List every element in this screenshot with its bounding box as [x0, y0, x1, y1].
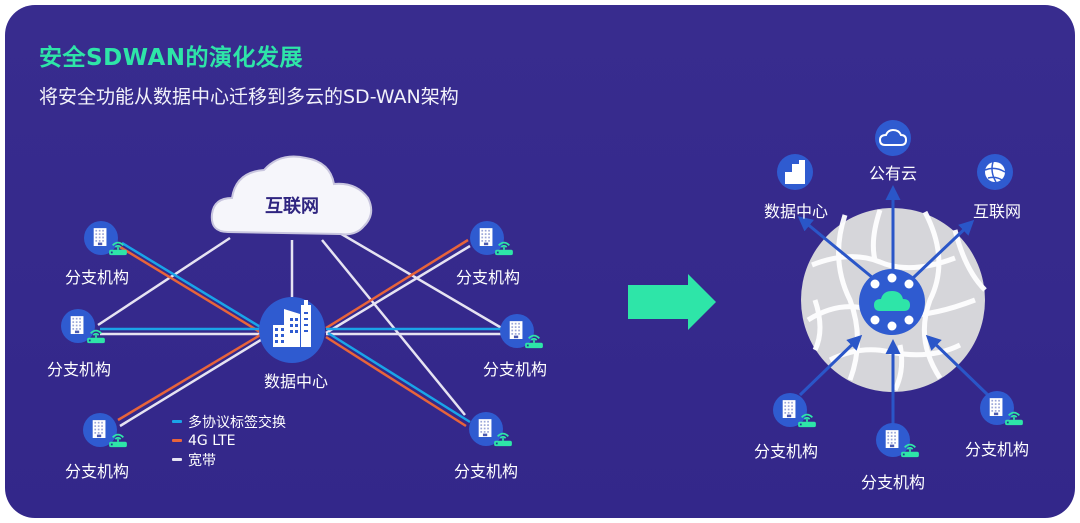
cloud-outline-icon — [878, 128, 908, 146]
branch-node-top-right — [470, 221, 514, 256]
legend-swatch-mpls — [172, 420, 182, 423]
legend-label-mpls: 多协议标签交换 — [188, 414, 286, 431]
legend-swatch-broadband — [172, 458, 182, 461]
datacenter-label: 数据中心 — [263, 372, 329, 391]
branch-label-top-right: 分支机构 — [455, 268, 521, 287]
legend: 多协议标签交换 4G LTE 宽带 — [172, 412, 286, 469]
right-branch-label-center: 分支机构 — [860, 473, 926, 492]
legend-item-mpls: 多协议标签交换 — [172, 412, 286, 431]
branch-label-middle-left: 分支机构 — [46, 360, 112, 379]
right-internet-label: 互联网 — [972, 202, 1022, 221]
page-title: 安全SDWAN的演化发展 — [39, 45, 304, 71]
branch-node-bottom-right — [469, 412, 513, 447]
branch-node-top-left — [84, 221, 128, 256]
right-publiccloud-node — [875, 120, 911, 156]
right-branch-label-right: 分支机构 — [964, 440, 1030, 459]
page-subtitle: 将安全功能从数据中心迁移到多云的SD-WAN架构 — [39, 86, 459, 108]
links-bottom-left — [117, 332, 265, 428]
right-datacenter-node — [777, 154, 813, 190]
right-publiccloud-label: 公有云 — [868, 164, 918, 183]
legend-swatch-lte — [172, 439, 182, 442]
legend-label-broadband: 宽带 — [188, 452, 216, 469]
legend-item-lte: 4G LTE — [172, 431, 286, 450]
branch-label-bottom-left: 分支机构 — [64, 462, 130, 481]
links-top-left — [119, 241, 263, 334]
cloud-icon — [874, 291, 910, 311]
branch-label-top-left: 分支机构 — [64, 268, 130, 287]
security-cloud-hub — [859, 269, 925, 335]
links-middle-left — [100, 327, 262, 336]
links-middle-right — [326, 327, 505, 336]
branch-label-middle-right: 分支机构 — [482, 360, 548, 379]
arrow-right-icon — [628, 274, 716, 330]
branch-node-middle-right — [500, 314, 544, 349]
datacenter-node — [259, 297, 325, 363]
internet-cloud-icon — [210, 155, 373, 236]
links-top-right — [325, 238, 471, 335]
branch-node-bottom-left — [83, 413, 128, 448]
right-branch-label-left: 分支机构 — [753, 442, 819, 461]
legend-label-lte: 4G LTE — [188, 432, 236, 449]
internet-label: 互联网 — [265, 196, 319, 217]
right-branch-node-center — [876, 423, 920, 458]
right-datacenter-label: 数据中心 — [763, 202, 829, 221]
legend-item-broadband: 宽带 — [172, 450, 286, 469]
right-branch-node-right — [980, 391, 1024, 426]
links-bottom-right — [325, 331, 471, 428]
hub-links — [797, 185, 992, 430]
right-branch-node-left — [773, 393, 817, 428]
broadband-links-internet — [97, 230, 506, 416]
building-icon — [785, 160, 805, 184]
branch-label-bottom-right: 分支机构 — [453, 462, 519, 481]
right-internet-node — [977, 154, 1013, 190]
branch-node-middle-left — [61, 309, 106, 344]
